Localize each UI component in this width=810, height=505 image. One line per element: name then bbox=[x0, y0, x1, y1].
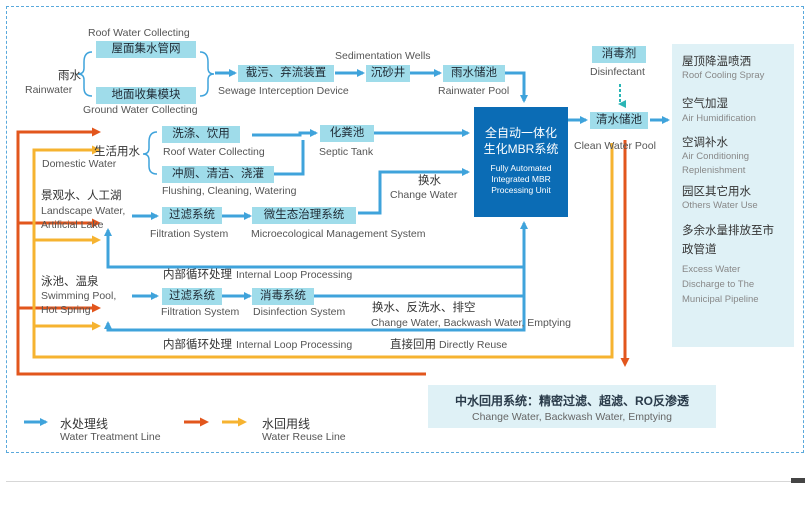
bottom-divider bbox=[6, 481, 804, 482]
use-others-cn: 园区其它用水 bbox=[682, 186, 751, 198]
mbr-en3: Processing Unit bbox=[491, 185, 551, 195]
septic-en: Septic Tank bbox=[319, 146, 374, 158]
use-ac-cn: 空调补水 bbox=[682, 137, 728, 149]
use-roof-spray-cn: 屋顶降温喷洒 bbox=[682, 56, 751, 68]
wash-en: Roof Water Collecting bbox=[163, 146, 265, 158]
swim-cn: 泳池、温泉 bbox=[41, 276, 99, 288]
loop1-cn: 内部循环处理 bbox=[163, 269, 232, 281]
filter2-box: 过滤系统 bbox=[162, 288, 222, 305]
disinfectant-box: 消毒剂 bbox=[592, 46, 646, 63]
disinfectant-en: Disinfectant bbox=[590, 66, 645, 78]
ground-collect-box: 地面收集模块 bbox=[96, 87, 196, 104]
reuse-system-cn: 中水回用系统：精密过滤、超滤、RO反渗透 bbox=[454, 394, 689, 408]
use-roof-spray-en: Roof Cooling Spray bbox=[682, 70, 765, 81]
use-excess-en1: Excess Water bbox=[682, 264, 741, 275]
filter2-en: Filtration System bbox=[161, 306, 240, 318]
legend-reuse-cn: 水回用线 bbox=[262, 417, 311, 431]
change-back-en: Change Water, Backwash Water, Emptying bbox=[371, 317, 571, 329]
intercept-en: Sewage Interception Device bbox=[218, 85, 349, 97]
landscape-en2: Artificial Lake bbox=[41, 219, 104, 231]
use-ac-en1: Air Conditioning bbox=[682, 151, 750, 162]
loop2-cn: 内部循环处理 bbox=[163, 339, 232, 351]
rain-pool-en: Rainwater Pool bbox=[438, 85, 510, 97]
disinfect-en: Disinfection System bbox=[253, 306, 346, 318]
direct-cn: 直接回用 bbox=[390, 339, 436, 351]
roof-collect-box: 屋面集水管网 bbox=[96, 41, 196, 58]
roof-collect-en: Roof Water Collecting bbox=[88, 27, 190, 39]
legend-treat-cn: 水处理线 bbox=[60, 417, 109, 431]
landscape-en1: Landscape Water, bbox=[41, 205, 126, 217]
sediment-box: 沉砂井 bbox=[366, 65, 410, 82]
clean-pool-box: 清水储池 bbox=[590, 112, 648, 129]
filter1-en: Filtration System bbox=[150, 228, 229, 240]
swim-en1: Swimming Pool, bbox=[41, 290, 117, 302]
micro-box: 微生态治理系统 bbox=[252, 207, 356, 224]
use-humidify-cn: 空气加湿 bbox=[682, 98, 728, 110]
legend-treat-en: Water Treatment Line bbox=[60, 431, 161, 443]
wash-box: 洗涤、饮用 bbox=[162, 126, 240, 143]
disinfect-box: 消毒系统 bbox=[252, 288, 314, 305]
sediment-en: Sedimentation Wells bbox=[335, 50, 431, 62]
filter1-box: 过滤系统 bbox=[162, 207, 222, 224]
use-excess-cn1: 多余水量排放至市 bbox=[682, 225, 774, 237]
reuse-targets-panel: 屋顶降温喷洒 Roof Cooling Spray 空气加湿 Air Humid… bbox=[672, 44, 794, 347]
intercept-box: 截污、弃流装置 bbox=[238, 65, 334, 82]
micro-en: Microecological Management System bbox=[251, 228, 426, 240]
septic-box: 化粪池 bbox=[320, 125, 374, 142]
diagram-frame bbox=[6, 6, 804, 453]
rain-label-cn: 雨水 bbox=[58, 70, 81, 82]
mbr-en2: Integrated MBR bbox=[491, 174, 551, 184]
reuse-system-en: Change Water, Backwash Water, Emptying bbox=[472, 411, 672, 423]
use-ac-en2: Replenishment bbox=[682, 165, 746, 176]
use-others-en: Others Water Use bbox=[682, 200, 758, 211]
loop1-en: Internal Loop Processing bbox=[236, 269, 353, 281]
use-excess-en3: Municipal Pipeline bbox=[682, 294, 759, 305]
rain-pool-box: 雨水储池 bbox=[443, 65, 505, 82]
change-water-en: Change Water bbox=[390, 189, 458, 201]
flush-box: 冲厕、清洁、浇灌 bbox=[162, 166, 274, 183]
bottom-tab-marker bbox=[791, 478, 805, 483]
reuse-system-box: 中水回用系统：精密过滤、超滤、RO反渗透 Change Water, Backw… bbox=[428, 385, 716, 428]
mbr-unit: 全自动一体化 生化MBR系统 Fully Automated Integrate… bbox=[474, 107, 568, 217]
domestic-en: Domestic Water bbox=[42, 158, 117, 170]
change-back-cn: 换水、反洗水、排空 bbox=[372, 302, 476, 314]
loop2-en: Internal Loop Processing bbox=[236, 339, 353, 351]
legend-reuse-en: Water Reuse Line bbox=[262, 431, 346, 443]
clean-pool-en: Clean Water Pool bbox=[574, 140, 656, 152]
change-water-cn: 换水 bbox=[418, 175, 441, 187]
ground-collect-en: Ground Water Collecting bbox=[83, 104, 198, 116]
direct-en: Directly Reuse bbox=[439, 339, 508, 351]
use-humidify-en: Air Humidification bbox=[682, 113, 756, 124]
use-excess-en2: Discharge to The bbox=[682, 279, 755, 290]
mbr-cn1: 全自动一体化 bbox=[484, 126, 557, 140]
domestic-cn: 生活用水 bbox=[94, 146, 140, 158]
swim-en2: Hot Spring bbox=[41, 304, 91, 316]
landscape-cn: 景观水、人工湖 bbox=[41, 190, 122, 202]
flush-en: Flushing, Cleaning, Watering bbox=[162, 185, 297, 197]
rain-label-en: Rainwater bbox=[25, 84, 73, 96]
use-excess-cn2: 政管道 bbox=[682, 244, 717, 256]
mbr-cn2: 生化MBR系统 bbox=[483, 142, 559, 156]
mbr-en1: Fully Automated bbox=[490, 163, 552, 173]
